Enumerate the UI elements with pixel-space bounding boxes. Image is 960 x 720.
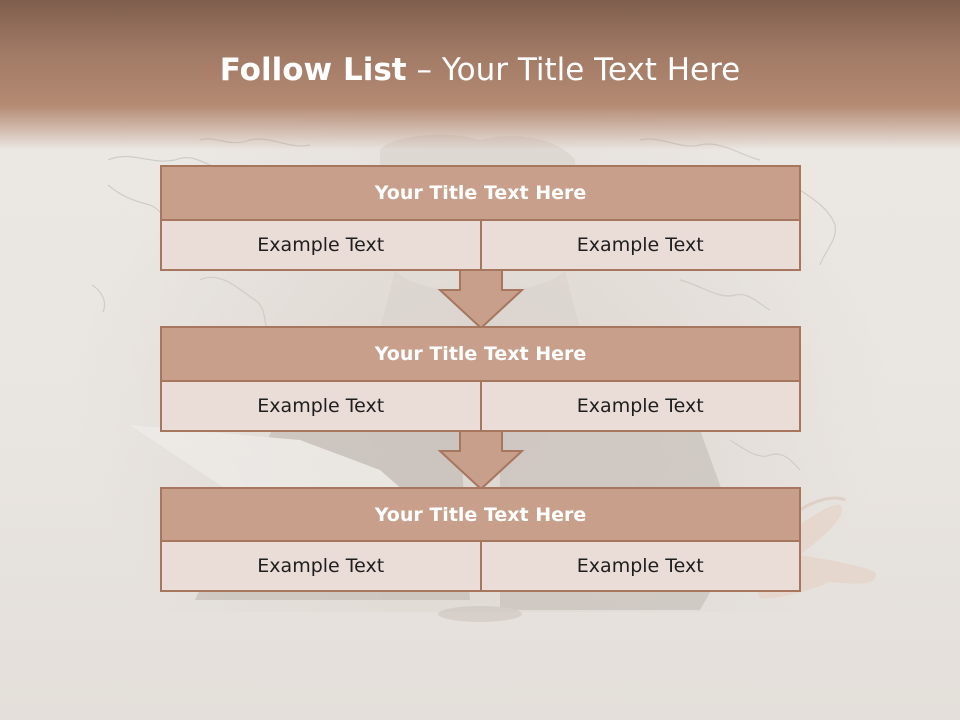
block-title: Your Title Text Here bbox=[160, 326, 801, 382]
list-block-2: Your Title Text Here Example Text Exampl… bbox=[160, 326, 801, 432]
block-cell-left: Example Text bbox=[160, 542, 482, 592]
block-cell-left: Example Text bbox=[160, 382, 482, 432]
slide-title-bold: Follow List bbox=[219, 52, 407, 88]
block-row: Example Text Example Text bbox=[160, 221, 801, 271]
slide-title-rest: – Your Title Text Here bbox=[416, 52, 741, 88]
header-band bbox=[0, 0, 960, 150]
list-block-3: Your Title Text Here Example Text Exampl… bbox=[160, 487, 801, 592]
down-arrow-icon bbox=[437, 430, 525, 491]
block-row: Example Text Example Text bbox=[160, 542, 801, 592]
block-cell-right: Example Text bbox=[481, 542, 801, 592]
block-title: Your Title Text Here bbox=[160, 487, 801, 542]
table-surface bbox=[0, 612, 960, 720]
slide-title: Follow List – Your Title Text Here bbox=[0, 52, 960, 88]
list-block-1: Your Title Text Here Example Text Exampl… bbox=[160, 165, 801, 271]
block-cell-left: Example Text bbox=[160, 221, 482, 271]
block-title: Your Title Text Here bbox=[160, 165, 801, 221]
block-row: Example Text Example Text bbox=[160, 382, 801, 432]
down-arrow-icon bbox=[437, 269, 525, 330]
block-cell-right: Example Text bbox=[481, 221, 801, 271]
block-cell-right: Example Text bbox=[481, 382, 801, 432]
